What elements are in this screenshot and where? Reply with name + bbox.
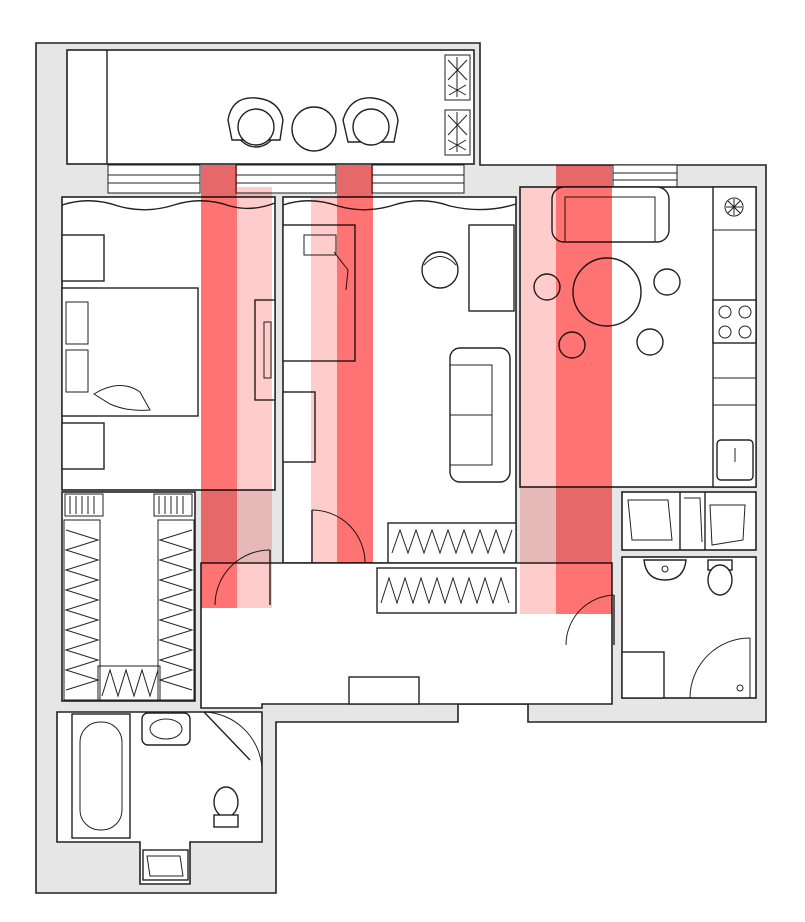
bathroom <box>56 711 263 885</box>
door-icon <box>203 711 263 769</box>
sofa-icon <box>449 347 511 483</box>
nightstand-bottom <box>61 422 105 470</box>
highlight-zone-2-light <box>311 197 337 563</box>
armchair-right-icon <box>342 97 399 146</box>
armchair-left-icon <box>227 97 284 148</box>
shelf <box>468 224 515 312</box>
stove-icon <box>712 299 757 344</box>
bathtub-icon <box>71 713 131 839</box>
highlight-zone-3 <box>556 165 612 614</box>
toilet-icon <box>213 786 239 828</box>
highlight-zone-3-light <box>520 187 556 614</box>
highlight-zone-1-light <box>237 187 272 608</box>
balcony <box>66 49 475 165</box>
toilet-icon <box>707 559 733 596</box>
hangers-left-icon <box>64 529 100 691</box>
sink-icon <box>141 712 191 746</box>
cabinet <box>282 391 316 463</box>
sink-icon <box>643 559 687 581</box>
shower-bathroom <box>621 556 757 699</box>
hallway <box>200 549 615 709</box>
storage-closets <box>621 491 757 551</box>
laundry-cabinet <box>621 651 665 699</box>
wardrobe-closet <box>61 491 196 702</box>
wardrobe-icon <box>387 522 517 564</box>
bed-icon <box>61 287 199 417</box>
round-table-icon <box>291 106 337 152</box>
shower-icon <box>689 637 751 699</box>
hangers-right-icon <box>158 529 194 691</box>
highlight-zones <box>201 165 612 614</box>
highlight-zone-2 <box>337 165 373 563</box>
entry-bench <box>348 676 420 705</box>
chair-icon <box>421 251 459 289</box>
sink-icon <box>716 439 754 481</box>
plant-icon <box>444 54 471 156</box>
plant-icon <box>724 197 744 217</box>
hall-wardrobe <box>376 567 517 614</box>
laundry-box <box>142 849 189 881</box>
highlight-zone-1 <box>201 165 237 608</box>
nightstand-top <box>61 234 105 282</box>
